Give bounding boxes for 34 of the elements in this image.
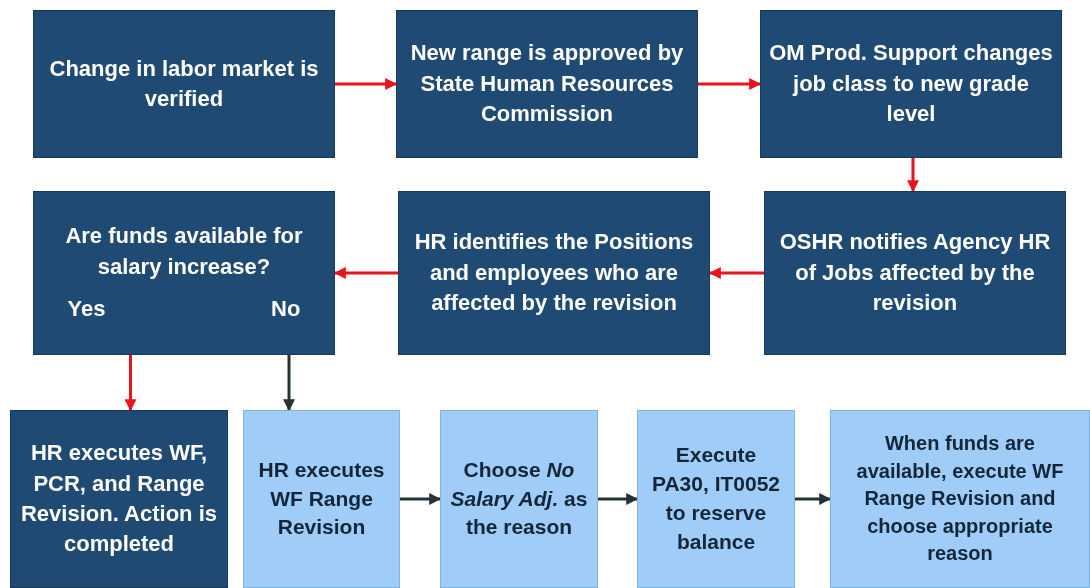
- arrow: [795, 493, 832, 505]
- step-text: Choose No Salary Adj. as the reason: [449, 456, 589, 541]
- arrow: [598, 493, 639, 505]
- step-text: OSHR notifies Agency HR of Jobs affected by the revision: [778, 228, 1052, 318]
- arrow: [698, 78, 762, 90]
- arrow: [708, 267, 764, 279]
- arrow: [124, 355, 137, 412]
- arrow: [335, 78, 398, 90]
- process-box: [398, 191, 710, 355]
- decision-box: [33, 191, 335, 355]
- step-text: Change in labor market is verified: [48, 54, 320, 113]
- answer-option: Yes: [67, 294, 106, 325]
- step-text: Execute PA30, IT0052 to reserve balance: [651, 442, 781, 555]
- process-box: [764, 191, 1066, 355]
- question-text: Are funds available for salary increase?: [64, 222, 304, 281]
- step-text: HR identifies the Positions and employees who are affected by the revision: [413, 228, 695, 318]
- process-box: [243, 410, 400, 588]
- process-box: [440, 410, 598, 588]
- arrow: [283, 355, 295, 412]
- step-text: HR executes WF Range Revision: [257, 456, 386, 541]
- arrow: [333, 267, 398, 279]
- step-text: When funds are available, execute WF Range Revision and choose appropriate reason: [855, 431, 1065, 567]
- step-text: New range is approved by State Human Resources Commission: [409, 39, 685, 129]
- process-box: [10, 410, 228, 588]
- process-box: [33, 10, 335, 158]
- arrow: [400, 493, 442, 505]
- process-box: [637, 410, 795, 588]
- arrow: [907, 158, 919, 193]
- process-box: [760, 10, 1062, 158]
- answer-option: No: [271, 294, 301, 325]
- step-text: HR executes WF, PCR, and Range Revision. Action is completed: [20, 439, 218, 559]
- step-text: OM Prod. Support changes job class to new grade level: [769, 39, 1053, 129]
- process-box: [396, 10, 698, 158]
- process-box: [830, 410, 1090, 588]
